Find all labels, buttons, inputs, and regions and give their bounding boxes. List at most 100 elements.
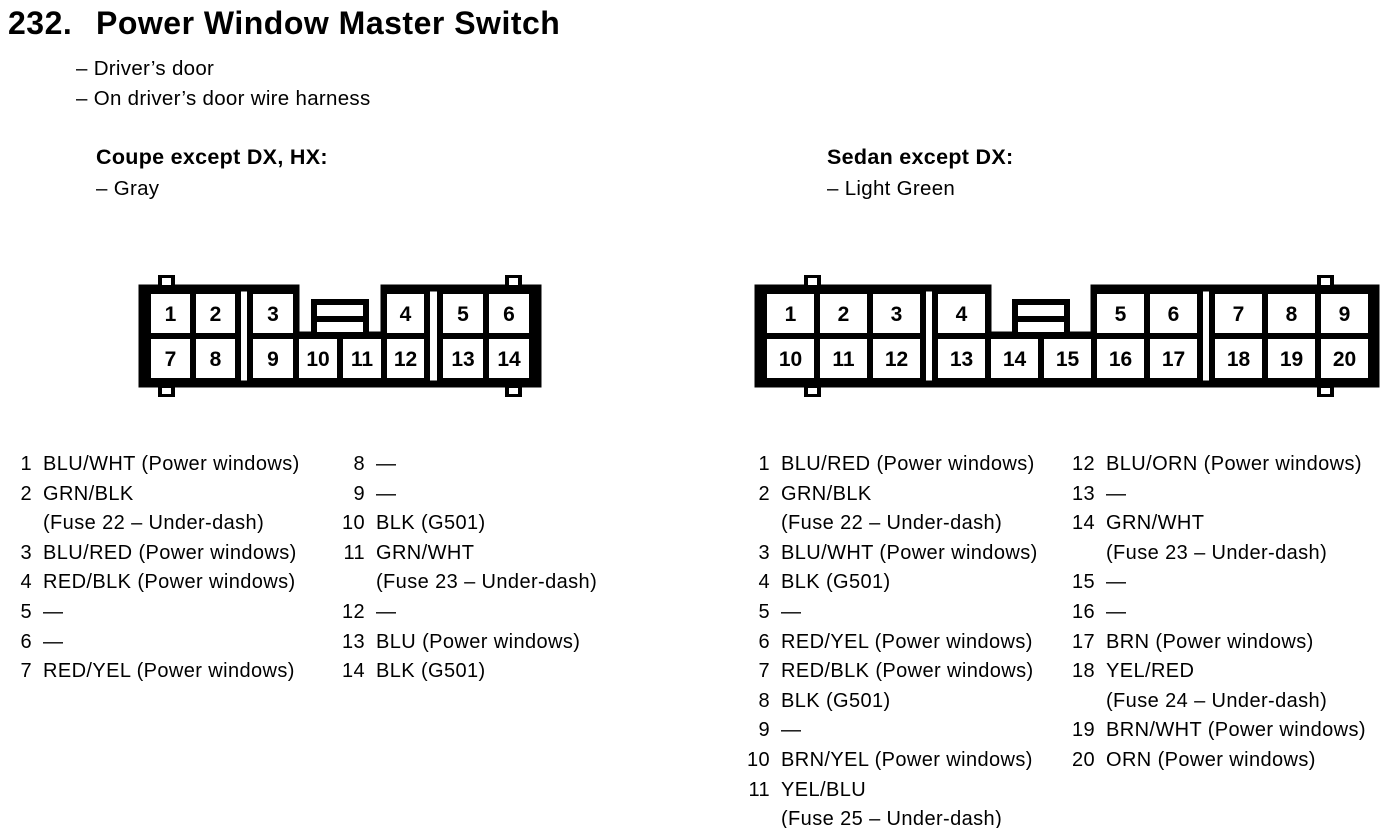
pin-entry-number: 8 <box>353 453 365 475</box>
pin-entry: 9— <box>742 716 1038 746</box>
mount-tab-hole <box>808 278 817 285</box>
pin-cell <box>190 333 241 384</box>
pin-entry-label: BLU/RED (Power windows) <box>781 453 1035 475</box>
coupe-connector-diagram: 1 2 3 4 5 6 7 8 9 10 11 12 13 14 <box>138 275 542 397</box>
pin-number: 12 <box>885 348 908 371</box>
pin-entry-label: GRN/WHT <box>1106 512 1205 535</box>
mount-tab-hole <box>162 278 171 285</box>
pin-entry-number: 6 <box>20 630 32 653</box>
pin-entry-label: BLU/WHT (Power windows) <box>43 453 300 475</box>
page-title: 232. Power Window Master Switch <box>8 5 560 42</box>
pin-entry: 2 GRN/BLK <box>4 480 300 510</box>
pin-entry-label: GRN/WHT <box>376 541 475 564</box>
section-title: Power Window Master Switch <box>96 5 561 41</box>
pin-number: 15 <box>1056 348 1080 371</box>
pin-entry-label: — <box>43 630 64 653</box>
pin-entry-number: 2 <box>20 482 32 505</box>
pin-entry-label: RED/BLK (Power windows) <box>43 571 296 594</box>
pin-number: 17 <box>1162 348 1185 371</box>
pin-entry-label: BLU/ORN (Power windows) <box>1106 453 1362 475</box>
pin-entry-number: 10 <box>341 512 365 535</box>
pin-entry: 9— <box>337 480 597 510</box>
pin-cell <box>247 333 299 384</box>
pin-entry-label: — <box>43 600 64 623</box>
pin-number: 3 <box>891 303 903 326</box>
pin-entry-number: 4 <box>758 571 770 594</box>
section-number: 232. <box>8 5 73 41</box>
pin-number: 19 <box>1280 348 1303 371</box>
pin-number: 6 <box>1168 303 1180 326</box>
coupe-heading: Coupe except DX, HX: <box>96 145 328 169</box>
mount-tab-hole <box>1321 388 1330 394</box>
pin-entry-label: GRN/BLK <box>43 482 134 505</box>
pin-entry-number: 3 <box>758 541 770 564</box>
mount-tab-hole <box>162 388 171 394</box>
mount-tab-hole <box>1321 278 1330 285</box>
pin-entry-label: — <box>781 600 802 623</box>
pin-entry: 12 BLU/ORN (Power windows) <box>1067 450 1366 480</box>
pin-entry-number: 13 <box>1071 482 1095 505</box>
coupe-color-note: – Gray <box>96 177 160 200</box>
pin-entry-label: BLU (Power windows) <box>376 630 581 653</box>
pin-number: 14 <box>1003 348 1027 371</box>
pin-entry-sub-label: (Fuse 23 – Under-dash) <box>1106 541 1328 564</box>
pin-entry-number: 19 <box>1071 719 1095 742</box>
pin-cell <box>483 288 535 339</box>
title-note-line: – Driver’s door <box>76 57 215 80</box>
pin-entry-label: — <box>376 453 397 475</box>
pin-entry-label: BLK (G501) <box>781 689 891 712</box>
pin-entry-sub-note: (Fuse 24 – Under-dash) <box>1067 687 1366 717</box>
pin-entry-number: 13 <box>341 630 365 653</box>
pin-entry-number: 5 <box>758 600 770 623</box>
pin-entry: 1 BLU/WHT (Power windows) <box>4 450 300 480</box>
pin-cell <box>483 333 535 384</box>
pin-number: 12 <box>394 348 417 371</box>
sedan-heading: Sedan except DX: <box>827 145 1014 169</box>
title-note-line: – On driver’s door wire harness <box>76 87 371 110</box>
pin-entry-label: YEL/BLU <box>781 778 867 801</box>
pin-number: 9 <box>267 348 279 371</box>
pin-entry: 13 BLU (Power windows) <box>337 628 597 658</box>
pin-number: 6 <box>503 303 515 326</box>
pin-entry-sub-label: (Fuse 25 – Under-dash) <box>781 808 1003 828</box>
pin-entry-number: 7 <box>758 660 770 683</box>
pin-entry-number: 10 <box>746 748 770 771</box>
pin-entry-label: BLU/RED (Power windows) <box>43 541 297 564</box>
pin-entry-number: 12 <box>341 600 365 623</box>
pin-entry-sub-note: (Fuse 22 – Under-dash) <box>4 509 300 539</box>
pin-cell <box>1315 333 1374 384</box>
mount-tab-hole <box>509 388 518 394</box>
sedan-color-note: – Light Green <box>827 177 956 200</box>
pin-entry-number: 9 <box>353 482 365 505</box>
pin-cell <box>814 333 873 384</box>
pin-cell <box>1091 333 1150 384</box>
pin-entry-label: BLU/WHT (Power windows) <box>781 541 1038 564</box>
pin-entry: 12 — <box>337 598 597 628</box>
pin-cell <box>1144 333 1203 384</box>
mount-tab-hole <box>808 388 817 394</box>
pin-cell <box>381 288 430 339</box>
pin-entry-number: 1 <box>20 453 32 475</box>
pin-entry-label: — <box>376 600 397 623</box>
pin-entry-number: 14 <box>341 660 365 683</box>
pin-entry-number: 12 <box>1071 453 1095 475</box>
pin-entry-label: GRN/BLK <box>781 482 872 505</box>
pin-entry-sub-note: (Fuse 23 – Under-dash) <box>337 568 597 598</box>
pin-number: 14 <box>497 348 521 371</box>
pin-entry-number: 16 <box>1071 600 1095 623</box>
pin-number: 1 <box>165 303 177 326</box>
pin-entry: 13— <box>1067 480 1366 510</box>
